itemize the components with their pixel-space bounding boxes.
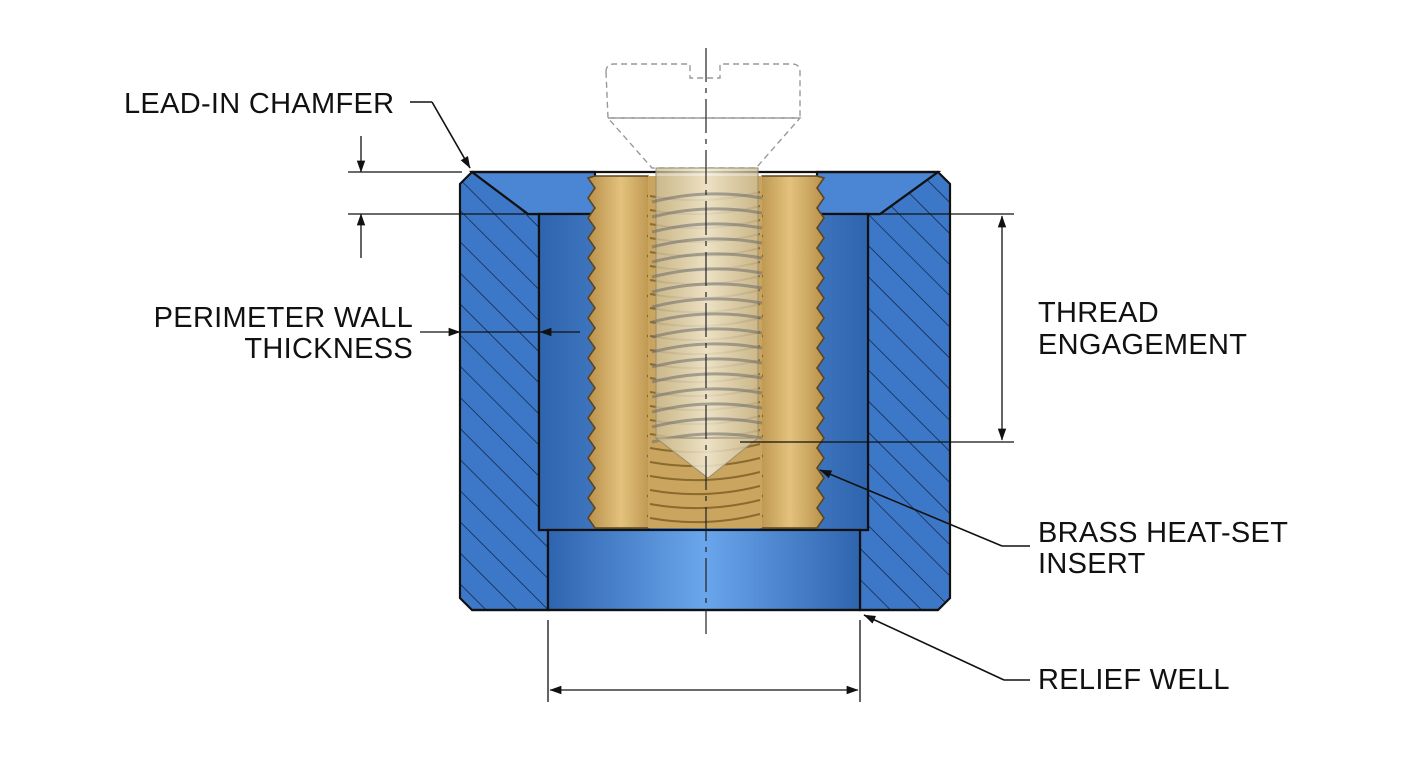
insert-left-wall [586,175,656,529]
bore-thread-line [649,471,761,482]
screw-thread-line [651,387,763,399]
label-insert: INSERT [1038,548,1146,580]
label-thread: THREAD [1038,297,1159,329]
label-perimeter-wall-thickness: THICKNESS [244,333,413,365]
screw-phantom [605,63,802,479]
label-relief-well: RELIEF WELL [1038,664,1230,696]
screw-thread-line [651,297,763,309]
label-thread-engagement: ENGAGEMENT [1038,329,1247,361]
screw-head [605,63,801,119]
label-brass-heat-set: BRASS HEAT-SET [1038,517,1288,549]
chamfer-dimension [348,101,525,258]
relief-well-dimension [547,614,1030,702]
insert-right-wall [754,175,826,529]
bore-thread-line [649,513,761,524]
right-wall-hatch [858,170,952,612]
screw-thread-line [651,237,763,249]
left-wall-hatch [458,170,550,612]
label-perimeter-wall: PERIMETER WALL [154,302,413,334]
screw-countersink [606,117,802,169]
bore-thread-line [649,499,761,510]
brass-insert-leader [819,469,1030,547]
screw-tip [654,437,760,479]
screw-thread-line [651,402,763,414]
thread-engagement-dimension [740,213,1014,443]
label-lead-in-chamfer: LEAD-IN CHAMFER [124,88,394,120]
relief-well-cavity [546,528,862,612]
bore-thread-line [649,485,761,496]
